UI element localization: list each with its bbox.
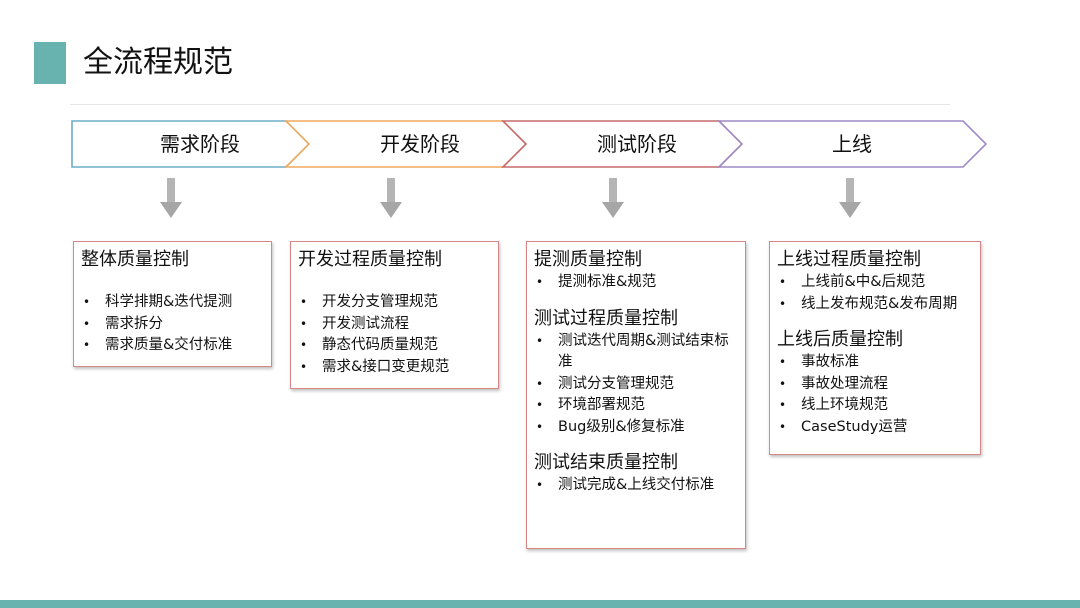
stage-label-4: 上线 (832, 132, 872, 156)
section-heading: 测试过程质量控制 (534, 307, 678, 329)
stage-box-2: 开发过程质量控制 开发分支管理规范 开发测试流程 静态代码质量规范 需求&接口变… (290, 241, 499, 389)
stage-label-3: 测试阶段 (597, 132, 677, 156)
bullet-list: 测试完成&上线交付标准 (534, 475, 738, 497)
list-item: 需求&接口变更规范 (298, 357, 491, 379)
list-item: 开发测试流程 (298, 314, 491, 336)
stage-label-2: 开发阶段 (380, 132, 460, 156)
list-item: 上线前&中&后规范 (777, 272, 973, 294)
list-item: 科学排期&迭代提测 (81, 292, 264, 314)
stage-box-1: 整体质量控制 科学排期&迭代提测 需求拆分 需求质量&交付标准 (73, 241, 272, 367)
footer-accent-line (0, 600, 1080, 608)
section-heading: 开发过程质量控制 (298, 249, 442, 270)
down-arrow-icon (160, 178, 182, 218)
list-item: 提测标准&规范 (534, 272, 738, 294)
stage-box-3: 提测质量控制 提测标准&规范 测试过程质量控制 测试迭代周期&测试结束标准 测试… (526, 241, 746, 549)
list-item: 需求拆分 (81, 314, 264, 336)
section-heading: 测试结束质量控制 (534, 452, 678, 473)
list-item: CaseStudy运营 (777, 417, 973, 439)
list-item: 测试分支管理规范 (534, 374, 738, 396)
section-heading: 上线过程质量控制 (777, 249, 921, 270)
section-heading: 提测质量控制 (534, 249, 642, 270)
bullet-list: 测试迭代周期&测试结束标准 测试分支管理规范 环境部署规范 Bug级别&修复标准 (534, 331, 738, 439)
page-title: 全流程规范 (83, 45, 233, 80)
title-divider (70, 104, 950, 105)
list-item: 需求质量&交付标准 (81, 335, 264, 357)
list-item: Bug级别&修复标准 (534, 417, 738, 439)
section-heading: 上线后质量控制 (777, 329, 903, 350)
list-item: 线上环境规范 (777, 395, 973, 417)
bullet-list: 提测标准&规范 (534, 272, 738, 294)
list-item: 测试迭代周期&测试结束标准 (534, 331, 738, 374)
stage-box-4: 上线过程质量控制 上线前&中&后规范 线上发布规范&发布周期 上线后质量控制 事… (769, 241, 981, 455)
list-item: 线上发布规范&发布周期 (777, 294, 973, 316)
down-arrow-icon (602, 178, 624, 218)
down-arrow-icon (380, 178, 402, 218)
title-accent-bar (34, 42, 66, 84)
bullet-list: 科学排期&迭代提测 需求拆分 需求质量&交付标准 (81, 292, 264, 357)
bullet-list: 开发分支管理规范 开发测试流程 静态代码质量规范 需求&接口变更规范 (298, 292, 491, 378)
list-item: 开发分支管理规范 (298, 292, 491, 314)
list-item: 测试完成&上线交付标准 (534, 475, 738, 497)
down-arrow-icon (839, 178, 861, 218)
section-heading: 整体质量控制 (81, 249, 189, 270)
list-item: 静态代码质量规范 (298, 335, 491, 357)
stage-label-1: 需求阶段 (160, 132, 240, 156)
list-item: 事故处理流程 (777, 374, 973, 396)
list-item: 事故标准 (777, 352, 973, 374)
list-item: 环境部署规范 (534, 395, 738, 417)
bullet-list: 上线前&中&后规范 线上发布规范&发布周期 (777, 272, 973, 315)
bullet-list: 事故标准 事故处理流程 线上环境规范 CaseStudy运营 (777, 352, 973, 438)
